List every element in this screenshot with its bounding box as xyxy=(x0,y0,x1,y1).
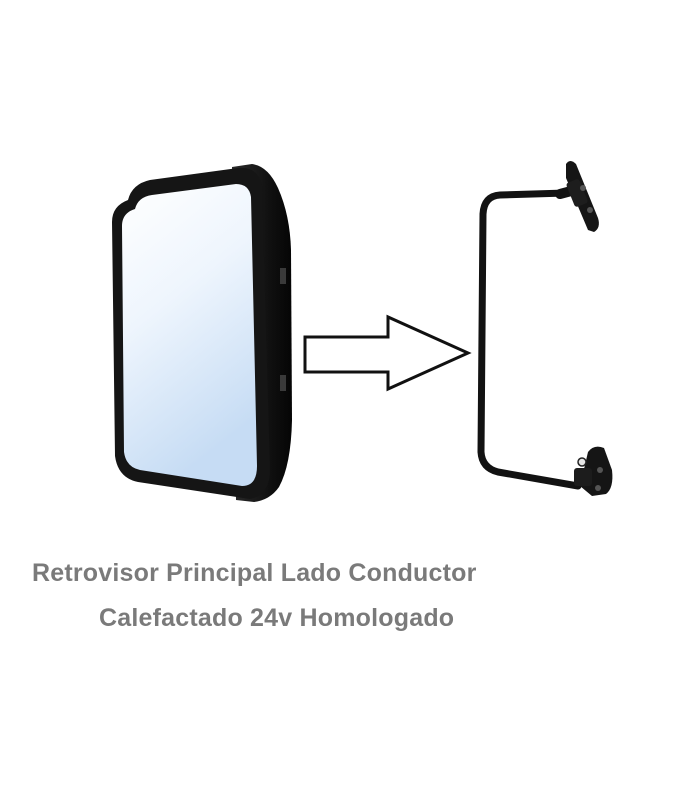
arm-tube xyxy=(477,189,582,490)
housing-clip xyxy=(280,268,286,284)
product-title-line-1: Retrovisor Principal Lado Conductor xyxy=(32,559,477,587)
mirror-glass xyxy=(122,184,257,486)
mirror-head-icon xyxy=(112,164,292,502)
mounting-arm-icon xyxy=(477,185,582,490)
right-arrow-icon xyxy=(303,314,472,392)
top-mount-plate xyxy=(566,161,599,232)
arrow-outline xyxy=(303,314,472,392)
bottom-mount-plate xyxy=(574,446,613,496)
product-title-line-2: Calefactado 24v Homologado xyxy=(99,604,455,632)
housing-clip xyxy=(280,375,286,391)
